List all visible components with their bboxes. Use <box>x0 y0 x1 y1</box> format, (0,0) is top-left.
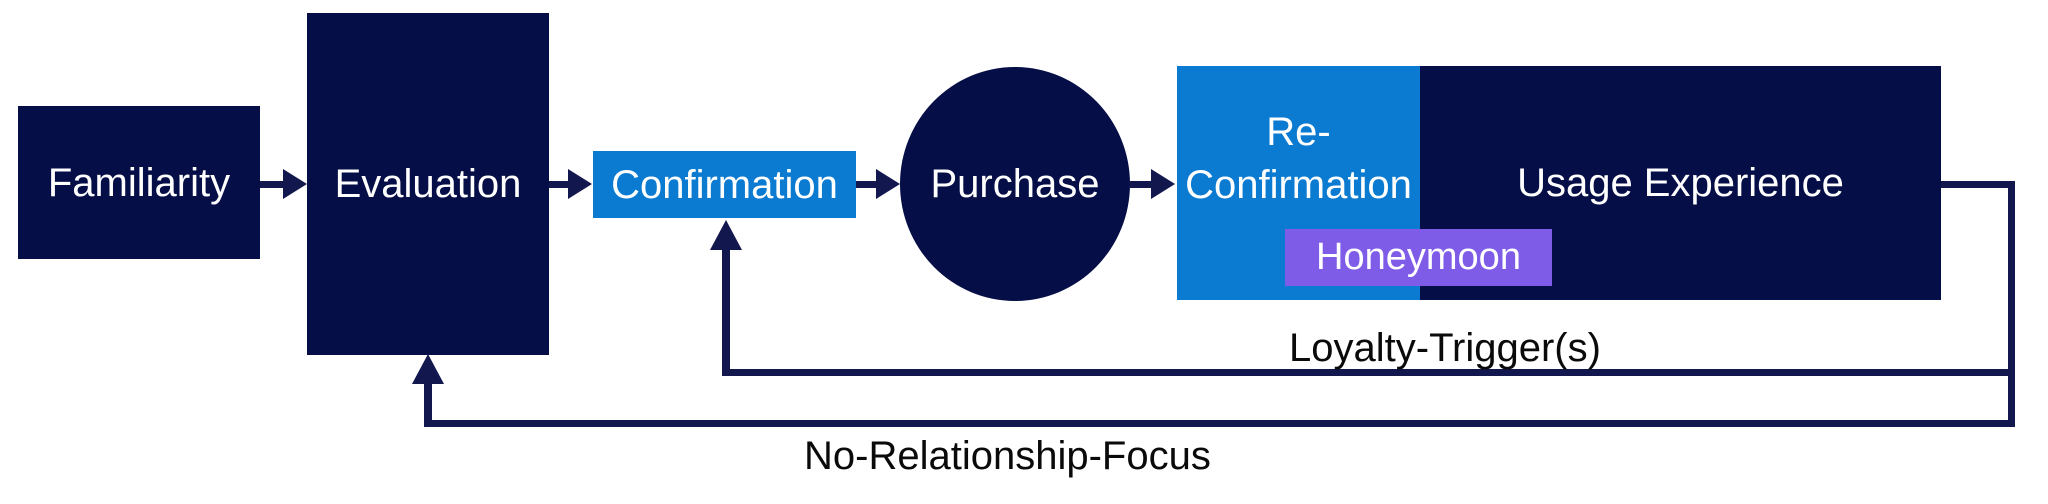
node-usage-experience-label: Usage Experience <box>1517 161 1844 205</box>
line-loyalty-horizontal <box>722 369 2015 376</box>
arrow-head-right-icon <box>568 169 592 199</box>
node-familiarity-label: Familiarity <box>47 160 231 205</box>
label-no-relationship-focus: No-Relationship-Focus <box>804 434 1211 478</box>
node-evaluation: Evaluation <box>307 13 549 355</box>
line-usage-to-right-stub <box>1941 181 2015 188</box>
line-right-vertical <box>2008 181 2015 427</box>
node-confirmation: Confirmation <box>593 151 856 218</box>
arrow-shaft <box>260 181 285 188</box>
line-no-relationship-horizontal <box>424 420 2015 427</box>
arrow-shaft <box>722 245 730 375</box>
node-familiarity: Familiarity <box>18 106 260 259</box>
node-reconfirmation-label: Re-Confirmation <box>1185 110 1412 207</box>
node-honeymoon: Honeymoon <box>1285 229 1552 286</box>
arrow-shaft <box>1130 181 1153 188</box>
arrow-shaft <box>424 378 432 426</box>
node-honeymoon-label: Honeymoon <box>1316 235 1521 278</box>
arrow-shaft <box>549 181 570 188</box>
node-purchase: Purchase <box>900 67 1130 301</box>
arrow-head-up-icon <box>710 220 742 250</box>
node-purchase-label: Purchase <box>930 162 1100 206</box>
arrow-shaft <box>856 181 878 188</box>
arrow-head-right-icon <box>876 169 900 199</box>
arrow-head-up-icon <box>412 354 444 384</box>
node-evaluation-label: Evaluation <box>334 162 522 206</box>
label-loyalty-trigger: Loyalty-Trigger(s) <box>1289 326 1601 370</box>
arrow-head-right-icon <box>1151 169 1175 199</box>
arrow-head-right-icon <box>283 169 307 199</box>
node-confirmation-label: Confirmation <box>611 162 838 207</box>
